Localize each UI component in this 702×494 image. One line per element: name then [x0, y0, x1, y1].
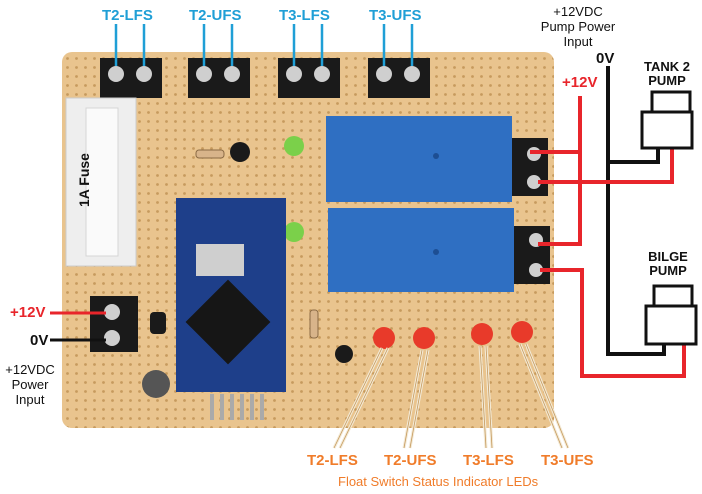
capacitor [142, 370, 170, 398]
relay-terminal-bottom [514, 226, 550, 284]
power-input-line1: +12VDC [5, 362, 55, 377]
power-plus-label: +12V [10, 304, 46, 321]
pump-rail-zero-label: 0V [596, 50, 615, 67]
pump-power-input-label: +12VDC Pump Power Input [536, 4, 620, 49]
tank2-plus-wire [538, 148, 674, 184]
pump-power-input-line2: Pump Power [540, 19, 616, 34]
power-input-label: +12VDC Power Input [0, 362, 60, 407]
red-led-t3-ufs [511, 321, 533, 343]
led-label-t3-lfs: T3-LFS [463, 452, 514, 469]
arduino-pro-mini [176, 198, 286, 420]
power-input-line2: Power [11, 377, 49, 392]
power-input-terminal [90, 296, 138, 352]
terminal-t2-lfs [100, 58, 162, 98]
terminal-label-t2-lfs: T2-LFS [102, 7, 153, 24]
pump-rail-plus-label: +12V [562, 74, 598, 91]
fuse-label: 1A Fuse [76, 153, 92, 207]
fuse-holder [65, 97, 137, 267]
terminal-label-t3-lfs: T3-LFS [279, 7, 330, 24]
bilge-pump-line1: BILGE [648, 249, 688, 264]
transistor-2 [335, 345, 353, 363]
power-zero-label: 0V [30, 332, 49, 349]
terminal-t3-lfs [278, 58, 340, 98]
bilge-plus-wire [540, 268, 686, 378]
tank2-pump-line1: TANK 2 [644, 59, 690, 74]
terminal-t2-ufs [188, 58, 250, 98]
resistor-1 [195, 149, 225, 159]
resistor-2 [309, 309, 319, 339]
tank2-pump-line2: PUMP [648, 73, 686, 88]
led-leader-outlines [333, 343, 569, 449]
transistor-1 [230, 142, 250, 162]
red-led-t3-lfs [471, 323, 493, 345]
pump-power-input-line1: +12VDC [553, 4, 603, 19]
green-led-1 [284, 136, 304, 156]
terminal-label-t2-ufs: T2-UFS [189, 7, 242, 24]
tank2-zero-wire [608, 148, 660, 164]
relay-bilge [328, 208, 514, 292]
red-led-t2-lfs [373, 327, 395, 349]
relay-terminal-top [512, 138, 548, 196]
bilge-pump-icon [644, 284, 698, 346]
tank2-pump-label: TANK 2 PUMP [632, 60, 702, 88]
bilge-pump-line2: PUMP [649, 263, 687, 278]
red-led-t2-ufs [413, 327, 435, 349]
led-caption: Float Switch Status Indicator LEDs [338, 474, 539, 489]
power-input-line3: Input [15, 392, 45, 407]
bilge-pump-label: BILGE PUMP [636, 250, 700, 278]
terminal-label-t3-ufs: T3-UFS [369, 7, 422, 24]
terminal-leader-lines [114, 24, 414, 66]
relay-tank2 [326, 116, 512, 202]
led-label-t2-lfs: T2-LFS [307, 452, 358, 469]
terminal-t3-ufs [368, 58, 430, 98]
led-label-t2-ufs: T2-UFS [384, 452, 437, 469]
green-led-2 [284, 222, 304, 242]
pump-plus-rail [538, 96, 582, 246]
led-label-t3-ufs: T3-UFS [541, 452, 594, 469]
pump-power-input-line3: Input [563, 34, 593, 49]
bilge-zero-wire [608, 344, 666, 356]
transistor-3 [150, 312, 166, 334]
tank2-pump-icon [640, 90, 694, 150]
